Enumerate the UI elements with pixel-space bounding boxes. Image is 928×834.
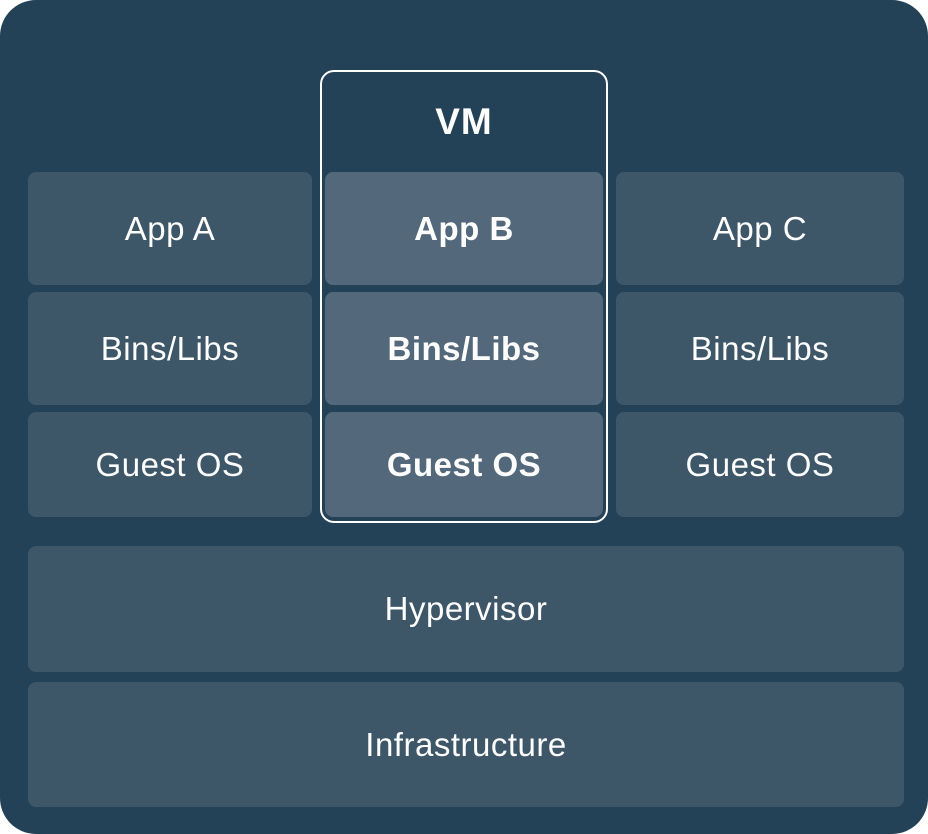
cell-app-b: App B [325, 172, 603, 285]
vm-cells: App B Bins/Libs Guest OS [322, 172, 606, 521]
layer-infrastructure: Infrastructure [28, 682, 904, 807]
cell-bins-libs-c: Bins/Libs [616, 292, 904, 405]
cell-bins-libs-vm: Bins/Libs [325, 292, 603, 405]
layer-hypervisor: Hypervisor [28, 546, 904, 672]
vm-box: VM App B Bins/Libs Guest OS [320, 70, 608, 523]
stack-c: App C Bins/Libs Guest OS [616, 172, 904, 523]
stacks-area: App A Bins/Libs Guest OS VM App B Bins/L… [28, 70, 904, 523]
cell-guest-os-a: Guest OS [28, 412, 312, 517]
cell-guest-os-vm: Guest OS [325, 412, 603, 517]
cell-bins-libs-a: Bins/Libs [28, 292, 312, 405]
stack-a: App A Bins/Libs Guest OS [28, 172, 312, 523]
vm-header-label: VM [435, 101, 493, 142]
cell-guest-os-c: Guest OS [616, 412, 904, 517]
cell-app-a: App A [28, 172, 312, 285]
cell-app-c: App C [616, 172, 904, 285]
